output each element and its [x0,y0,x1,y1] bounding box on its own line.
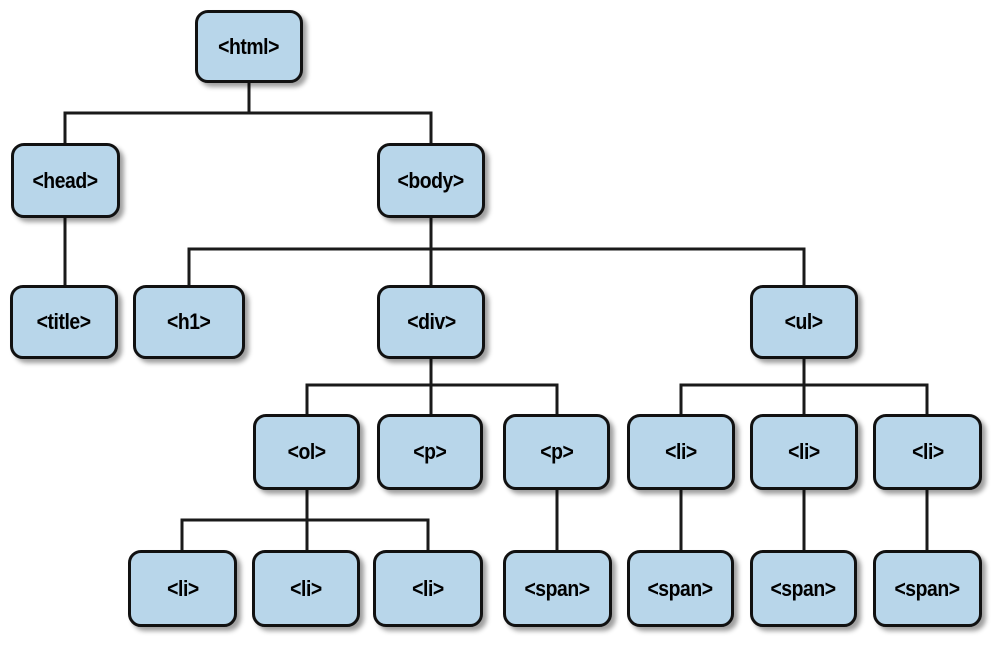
node-ul-li-3: <li> [873,414,982,490]
node-ol-li-1: <li> [128,550,237,627]
edge-leaf-spans [555,490,929,550]
node-ol-li-2: <li> [252,550,360,627]
node-ol-li-3: <li> [373,550,483,627]
node-div: <div> [377,285,485,359]
node-span-4: <span> [873,550,982,627]
node-body: <body> [377,143,485,218]
node-ul-li-2-label: <li> [788,439,820,464]
edge-ul-children [679,359,929,414]
node-ul-li-1: <li> [627,414,735,490]
node-p-2: <p> [503,414,610,490]
node-html-label: <html> [218,33,280,59]
edge-html-children [63,83,433,143]
node-ul: <ul> [750,285,858,359]
node-p-1-label: <p> [413,439,447,464]
node-p-1: <p> [377,414,483,490]
node-head: <head> [11,143,120,218]
node-ol-li-3-label: <li> [412,575,444,601]
node-span-1-label: <span> [524,575,591,601]
node-title-label: <title> [37,309,91,334]
edge-body-children [187,218,806,285]
node-ul-li-2: <li> [750,414,858,490]
edge-div-children [305,359,559,414]
node-html: <html> [195,10,303,83]
node-span-3: <span> [750,550,857,627]
node-span-4-label: <span> [894,575,961,601]
node-h1-label: <h1> [167,309,211,334]
node-title: <title> [10,285,118,359]
node-ul-li-1-label: <li> [665,439,697,464]
node-ol-label: <ol> [287,439,326,464]
node-ol: <ol> [253,414,360,490]
node-body-label: <body> [397,167,465,193]
node-ol-li-2-label: <li> [290,575,322,601]
edge-ol-children [180,490,430,550]
node-head-label: <head> [32,167,99,193]
node-h1: <h1> [133,285,245,359]
node-span-3-label: <span> [770,575,837,601]
node-ol-li-1-label: <li> [166,575,199,601]
node-p-2-label: <p> [539,439,574,464]
node-span-2: <span> [627,550,734,627]
node-ul-li-3-label: <li> [911,439,944,464]
node-span-1: <span> [503,550,612,627]
node-span-2-label: <span> [647,575,714,601]
node-ul-label: <ul> [784,309,824,334]
node-div-label: <div> [406,309,456,334]
